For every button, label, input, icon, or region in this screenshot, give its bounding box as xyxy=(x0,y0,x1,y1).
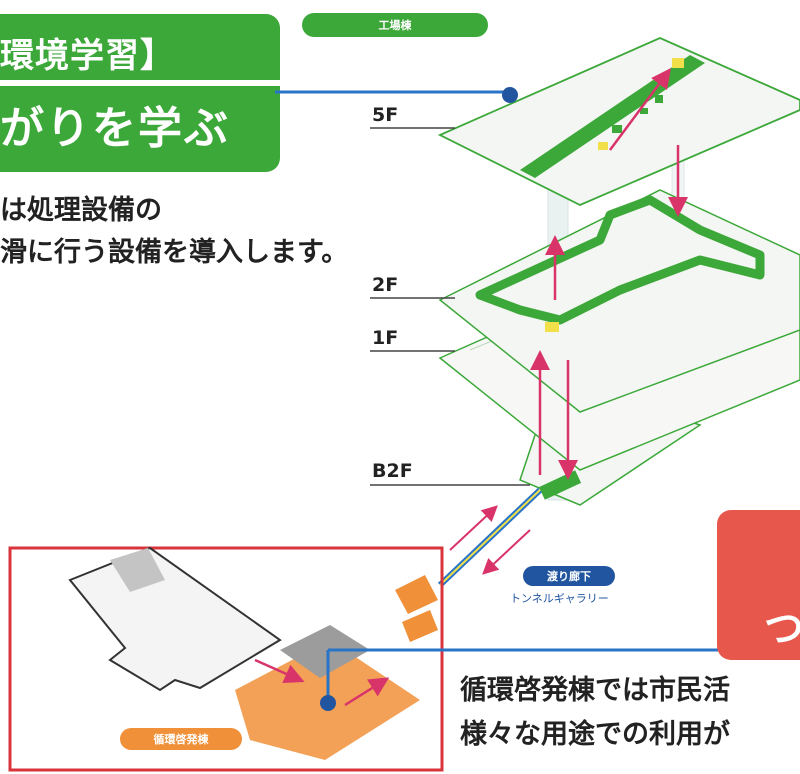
floor-label-b2f: B2F xyxy=(372,460,413,482)
bottom-text-line-1: 循環啓発棟では市民活 xyxy=(460,675,730,706)
callout-dot-annex xyxy=(320,695,336,711)
bottom-text-line-2: 様々な用途での利用が xyxy=(460,719,730,750)
community-box xyxy=(717,510,800,660)
floor-label-2f: 2F xyxy=(372,274,399,296)
environment-learning-box xyxy=(0,14,280,172)
factory-building-pill: 工場棟 xyxy=(302,13,488,37)
floor-label-5f: 5F xyxy=(372,104,399,126)
callout-dot-5f xyxy=(502,87,518,103)
floor-label-1f: 1F xyxy=(372,327,399,349)
community-box-text: つ xyxy=(764,606,800,652)
description-line-2: 滑に行う設備を導入します。 xyxy=(0,237,349,268)
description-line-1: は処理設備の xyxy=(0,195,162,226)
tunnel-corridor xyxy=(437,487,543,588)
environment-learning-title: 環境学習】 xyxy=(0,36,175,76)
box-divider xyxy=(0,80,280,86)
floor-plan-5f xyxy=(437,37,800,206)
environment-learning-subtitle: がりを学ぶ xyxy=(0,103,230,154)
tunnel-subtitle: トンネルギャラリー xyxy=(510,592,609,605)
circulation-arrows xyxy=(530,67,688,480)
tunnel-title-pill: 渡り廊下 xyxy=(523,566,615,586)
annex-label-pill: 循環啓発棟 xyxy=(120,728,242,750)
